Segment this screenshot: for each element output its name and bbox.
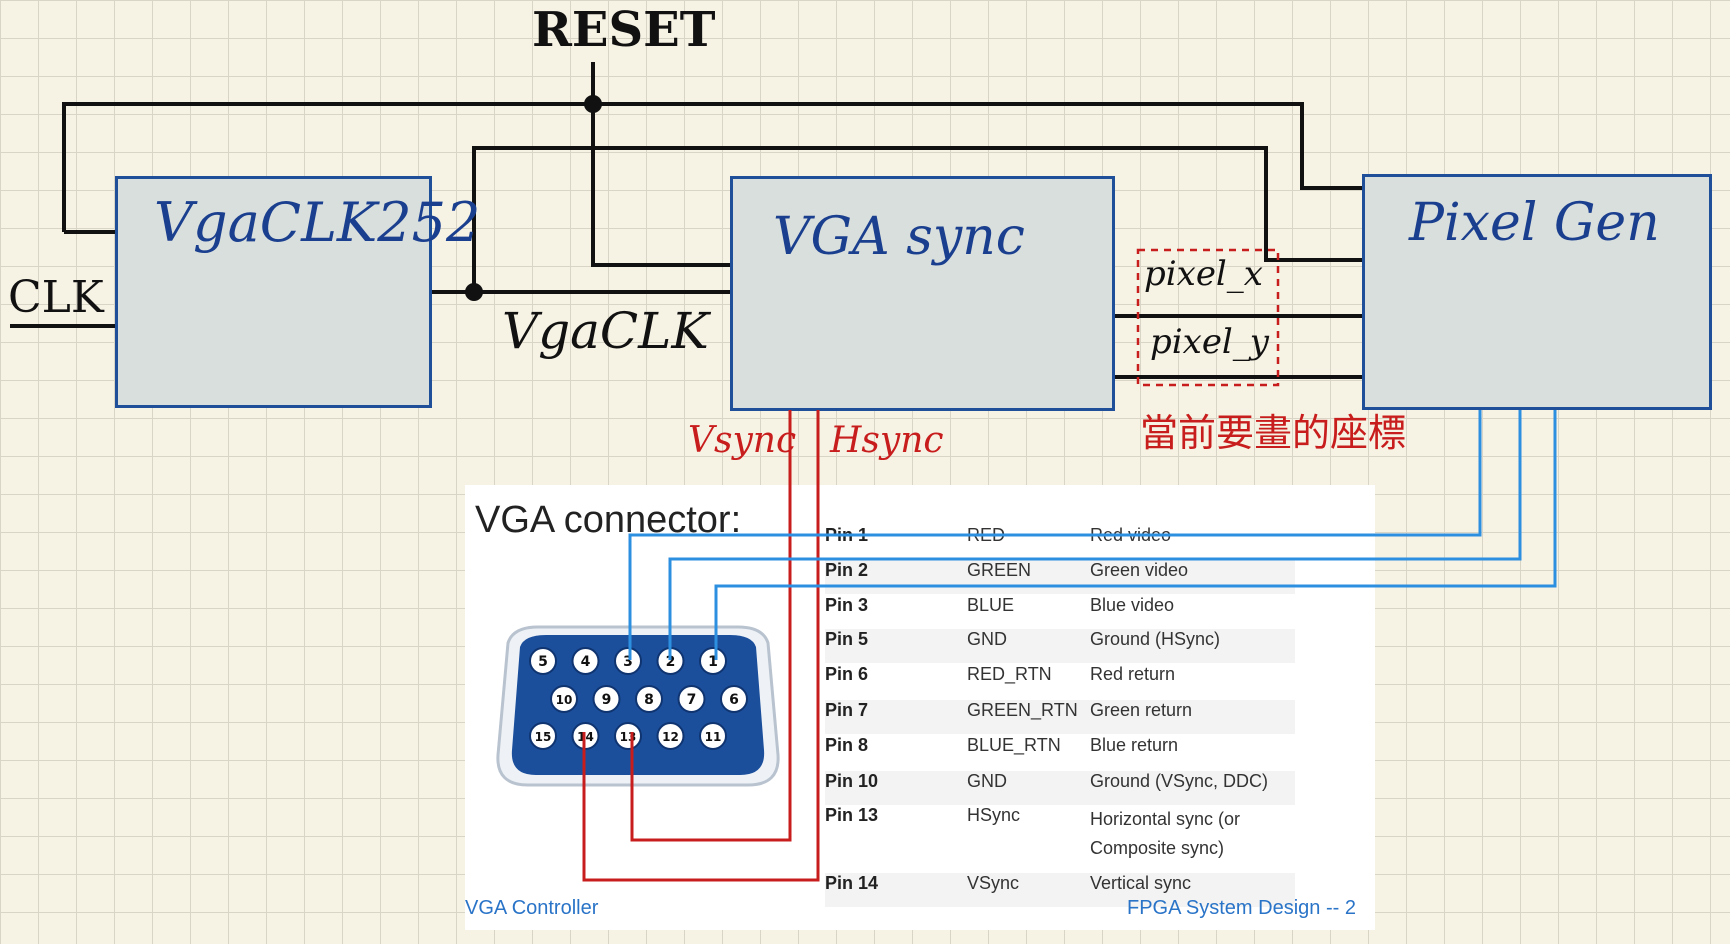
pin-signal: HSync [967, 805, 1021, 825]
pixel-gen-title: Pixel Gen [1409, 193, 1660, 253]
pin-row: Pin 10 GND Ground (VSync, DDC) [825, 771, 1295, 805]
pin-number: Pin 3 [825, 595, 869, 615]
pin-signal: GND [967, 771, 1007, 791]
pin-row: Pin 7 GREEN_RTN Green return [825, 700, 1295, 734]
pin-number: Pin 7 [825, 700, 869, 720]
pin-signal: RED [967, 525, 1006, 545]
vga-sync-block: VGA sync [730, 176, 1115, 411]
connector-pin-label: 11 [705, 730, 722, 744]
connector-pin-label: 8 [644, 692, 654, 708]
pin-description: Blue return [1090, 735, 1179, 755]
hsync-label: Hsync [830, 420, 944, 461]
connector-pin [529, 722, 557, 750]
pin-number: Pin 13 [825, 805, 879, 825]
pin-signal: VSync [967, 873, 1020, 893]
footer-right: FPGA System Design -- 2 [1127, 897, 1356, 919]
connector-pin-label: 9 [602, 692, 612, 708]
pin-number: Pin 2 [825, 560, 869, 580]
pin-row: Pin 14 VSync Vertical sync [825, 873, 1295, 907]
pin-signal: BLUE [967, 595, 1015, 615]
connector-pin-label: 5 [538, 654, 548, 670]
coord-note: 當前要畫的座標 [1140, 411, 1407, 455]
vga-connector-diagram: 5 4 3 2 1 10 9 8 7 6 15 14 13 12 11 [496, 625, 780, 787]
pin-signal: GREEN_RTN [967, 700, 1078, 720]
connector-pin-label: 1 [708, 654, 718, 670]
pin-signal: BLUE_RTN [967, 735, 1061, 755]
pixel-gen-block: Pixel Gen [1362, 174, 1712, 410]
vsync-label: Vsync [688, 420, 797, 461]
vga-sync-title: VGA sync [773, 207, 1025, 267]
pin-number: Pin 14 [825, 873, 879, 893]
pin-number: Pin 5 [825, 629, 869, 649]
pixel-x-label: pixel_x [1144, 254, 1263, 294]
vga-connector-slide: VGA connector: 5 4 3 2 1 10 9 8 7 6 15 14 13 12 11 Pin… [465, 485, 1375, 930]
pin-description: Green return [1090, 700, 1193, 720]
vgaclk-label: VgaCLK [502, 302, 709, 360]
reset-junction [584, 95, 602, 113]
connector-pin-label: 2 [666, 654, 676, 670]
pin-description: Vertical sync [1090, 873, 1192, 893]
pin-description: Horizontal sync (or Composite sync) [1090, 809, 1241, 858]
connector-pin-label: 6 [729, 692, 739, 708]
connector-pin-label: 12 [662, 730, 679, 744]
pixel-y-label: pixel_y [1150, 322, 1270, 362]
vgaclk-junction [465, 283, 483, 301]
connector-pin-label: 4 [581, 654, 591, 670]
pin-signal: RED_RTN [967, 664, 1052, 684]
pin-description: Red return [1090, 664, 1176, 684]
pin-description: Ground (HSync) [1090, 629, 1221, 649]
connector-pin-label: 15 [535, 730, 552, 744]
pin-number: Pin 10 [825, 771, 879, 791]
slide-title: VGA connector: [475, 499, 742, 541]
reset-wire [591, 62, 730, 267]
connector-pin-label: 10 [556, 693, 573, 707]
pin-signal: GND [967, 629, 1007, 649]
connector-pin-label: 3 [623, 654, 633, 670]
connector-pin-label: 14 [577, 730, 594, 744]
pin-row: Pin 5 GND Ground (HSync) [825, 629, 1295, 663]
pin-number: Pin 8 [825, 735, 869, 755]
clk-label: CLK [8, 272, 104, 323]
pin-description: Blue video [1090, 595, 1175, 615]
pin-number: Pin 6 [825, 664, 869, 684]
connector-pin-label: 13 [620, 730, 637, 744]
pin-row: Pin 2 GREEN Green video [825, 560, 1295, 594]
pin-description: Green video [1090, 560, 1189, 580]
vgaclk252-block: VgaCLK252 [115, 176, 480, 408]
connector-pin-label: 7 [687, 692, 697, 708]
connector-pin [550, 685, 578, 713]
pin-description: Red video [1090, 525, 1172, 545]
pin-number: Pin 1 [825, 525, 869, 545]
pin-description: Ground (VSync, DDC) [1090, 771, 1269, 791]
connector-pin [529, 647, 557, 675]
vgaclk252-title: VgaCLK252 [154, 191, 481, 254]
footer-left: VGA Controller [465, 897, 599, 919]
pin-signal: GREEN [967, 560, 1032, 580]
reset-label: RESET [532, 2, 716, 58]
